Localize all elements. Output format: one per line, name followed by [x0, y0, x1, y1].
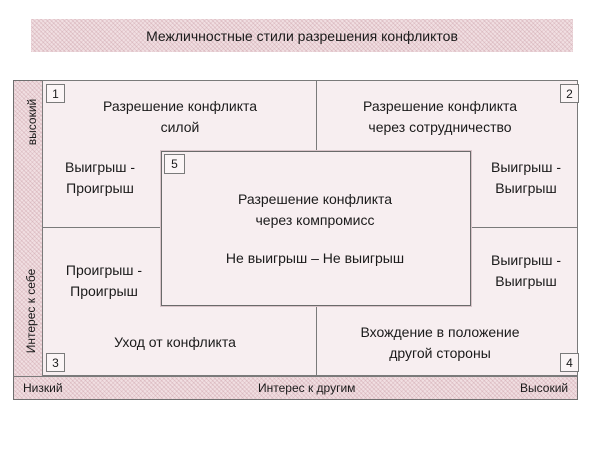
- x-axis-bar: [13, 376, 578, 400]
- quadrant-4-style: Вхождение в положение другой стороны: [360, 324, 520, 361]
- compromise-style: Разрешение конфликта через компромисс: [237, 191, 393, 228]
- x-axis-high-label: Высокий: [520, 381, 569, 395]
- quadrant-3-number: 3: [46, 353, 65, 372]
- compromise-number: 5: [164, 154, 185, 174]
- quadrant-4-outcome: Выигрыш - Выигрыш: [491, 252, 561, 289]
- quadrant-3-style: Уход от конфликта: [114, 334, 236, 350]
- compromise-box: [161, 151, 471, 306]
- quadrant-2-style: Разрешение конфликта через сотрудничеств…: [362, 98, 518, 135]
- compromise-outcome: Не выигрыш – Не выигрыш: [225, 250, 405, 266]
- quadrant-3-outcome: Проигрыш - Проигрыш: [65, 262, 143, 299]
- x-axis-label: Интерес к другим: [258, 381, 356, 395]
- quadrant-4-number: 4: [560, 353, 579, 372]
- diagram-title: Межличностные стили разрешения конфликто…: [146, 27, 458, 44]
- quadrant-1-outcome: Выигрыш - Проигрыш: [65, 159, 135, 196]
- quadrant-1-style: Разрешение конфликта силой: [102, 98, 258, 135]
- y-axis-label: Интерес к себе: [24, 268, 38, 354]
- quadrant-2-number: 2: [560, 84, 579, 103]
- quadrant-2-outcome: Выигрыш - Выигрыш: [491, 159, 561, 196]
- x-axis-low-label: Низкий: [23, 381, 63, 395]
- y-axis-high-label: высокий: [25, 98, 39, 146]
- diagram-title-box: Межличностные стили разрешения конфликто…: [31, 19, 573, 52]
- quadrant-1-number: 1: [46, 84, 65, 103]
